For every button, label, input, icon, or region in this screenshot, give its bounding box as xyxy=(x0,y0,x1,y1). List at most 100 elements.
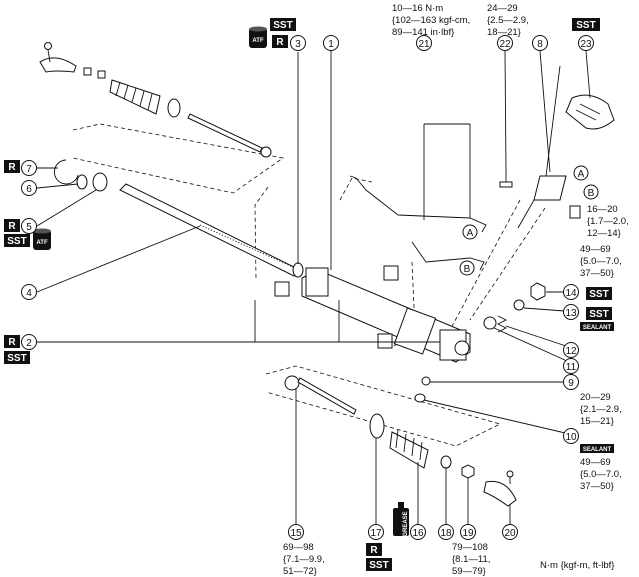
callout-4: 4 xyxy=(21,284,37,300)
svg-text:15—21}: 15—21} xyxy=(580,416,614,427)
svg-text:1: 1 xyxy=(328,39,334,50)
svg-text:{1.7—2.0,: {1.7—2.0, xyxy=(587,216,629,227)
ref-a-lower: A xyxy=(462,224,478,240)
svg-text:R: R xyxy=(276,37,284,48)
svg-text:ATF: ATF xyxy=(252,38,264,44)
callout-5: 5 xyxy=(21,218,37,234)
svg-text:11: 11 xyxy=(566,362,577,373)
svg-text:B: B xyxy=(588,188,595,199)
grease-tube-17-icon: GREASE xyxy=(393,502,409,537)
svg-text:3: 3 xyxy=(295,39,301,50)
svg-text:7: 7 xyxy=(26,164,32,175)
svg-text:37—50}: 37—50} xyxy=(580,481,614,492)
svg-text:19: 19 xyxy=(462,528,474,539)
svg-text:SEALANT: SEALANT xyxy=(583,325,612,331)
sealant-badge-10: SEALANT xyxy=(580,444,614,453)
svg-text:2: 2 xyxy=(26,338,32,349)
seal-9 xyxy=(421,376,431,386)
callout-3: 3 xyxy=(290,35,306,51)
units-note: N·m {kgf-m, ft-lbf} xyxy=(540,560,614,571)
oil-seal-5 xyxy=(92,172,108,192)
callout-19: 19 xyxy=(460,524,476,540)
bolt-16-20 xyxy=(569,205,581,219)
bolt-22 xyxy=(499,172,513,188)
svg-text:R: R xyxy=(370,545,378,556)
clamp-17 xyxy=(369,413,385,439)
svg-text:22: 22 xyxy=(499,39,511,50)
cover-23 xyxy=(565,94,615,130)
svg-text:15: 15 xyxy=(290,528,302,539)
callout-17: 17 xyxy=(368,524,384,540)
svg-text:12—14}: 12—14} xyxy=(587,228,621,239)
pinion-housing-8 xyxy=(517,65,567,229)
callout-7: 7 xyxy=(21,160,37,176)
torque-spec-10-lower: 49—69 {5.0—7.0, 37—50} xyxy=(580,457,622,492)
svg-text:18: 18 xyxy=(440,528,452,539)
svg-text:37—50}: 37—50} xyxy=(580,268,614,279)
bushing-lower xyxy=(377,333,393,349)
dash-link-pinion-2 xyxy=(469,207,546,321)
r-badge-2: R xyxy=(4,335,20,348)
svg-text:SST: SST xyxy=(369,560,388,571)
svg-text:{7.1—9.9,: {7.1—9.9, xyxy=(283,554,325,565)
hose-end-a xyxy=(349,175,357,179)
svg-text:13: 13 xyxy=(565,308,577,319)
svg-text:14: 14 xyxy=(565,288,577,299)
atf-can-5-icon: ATF xyxy=(33,228,51,250)
torque-spec-14: 49—69 {5.0—7.0, 37—50} xyxy=(580,244,622,279)
hose-a xyxy=(355,177,487,233)
r-badge-17: R xyxy=(366,543,382,556)
spring-12 xyxy=(496,315,508,333)
svg-text:10: 10 xyxy=(565,432,577,443)
svg-text:69—98: 69—98 xyxy=(283,542,314,553)
r-badge-7: R xyxy=(4,160,20,173)
atf-can-3-icon: ATF xyxy=(249,26,267,48)
r-badge-3: R xyxy=(272,35,288,48)
sealant-badge-13: SEALANT xyxy=(580,322,614,331)
ref-b-upper: B xyxy=(583,184,599,200)
torque-spec-22: 24—29 {2.5—2.9, 18—21} xyxy=(487,3,529,38)
svg-text:8: 8 xyxy=(537,39,543,50)
r-badge-5: R xyxy=(4,219,20,232)
sst-badge-14: SST xyxy=(586,287,612,300)
svg-text:{8.1—11,: {8.1—11, xyxy=(452,554,490,565)
torque-spec-21: 10—16 N·m {102—163 kgf-cm, 89—141 in·lbf… xyxy=(392,3,470,38)
svg-text:9: 9 xyxy=(568,378,574,389)
svg-text:49—69: 49—69 xyxy=(580,457,611,468)
callout-10: 10 xyxy=(563,428,579,444)
sst-badge-13: SST xyxy=(586,307,612,320)
svg-text:A: A xyxy=(467,228,474,239)
svg-text:4: 4 xyxy=(26,288,32,299)
torque-spec-16-20: 16—20 {1.7—2.0, 12—14} xyxy=(587,204,629,239)
sst-badge-17: SST xyxy=(366,558,392,571)
callout-1: 1 xyxy=(323,35,339,51)
tie-rod-upper xyxy=(187,113,272,158)
bushing-upper xyxy=(383,265,399,281)
svg-text:16—20: 16—20 xyxy=(587,204,618,215)
svg-text:23: 23 xyxy=(580,39,592,50)
seal-3 xyxy=(292,262,304,278)
tie-rod-15 xyxy=(284,375,357,415)
svg-text:79—108: 79—108 xyxy=(452,542,488,553)
group-outline-15-20 xyxy=(265,365,502,447)
callout-11: 11 xyxy=(563,358,579,374)
svg-text:SST: SST xyxy=(7,236,26,247)
torque-spec-19: 79—108 {8.1—11, 59—79} xyxy=(452,542,490,577)
svg-text:6: 6 xyxy=(26,184,32,195)
washer-6 xyxy=(76,174,88,190)
group-outline-6-7 xyxy=(72,123,285,194)
torque-spec-10-upper: 20—29 {2.1—2.9, 15—21} xyxy=(580,392,622,427)
boot-16 xyxy=(389,429,429,469)
svg-text:20: 20 xyxy=(504,528,516,539)
callout-2: 2 xyxy=(21,334,37,350)
callout-12: 12 xyxy=(563,342,579,358)
callout-13: 13 xyxy=(563,304,579,320)
ref-a-upper: A xyxy=(573,165,589,181)
callout-22: 22 xyxy=(497,35,513,51)
nut-19 xyxy=(461,464,475,479)
sst-badge-5: SST xyxy=(4,234,30,247)
svg-text:SST: SST xyxy=(7,353,26,364)
svg-text:SST: SST xyxy=(273,20,292,31)
